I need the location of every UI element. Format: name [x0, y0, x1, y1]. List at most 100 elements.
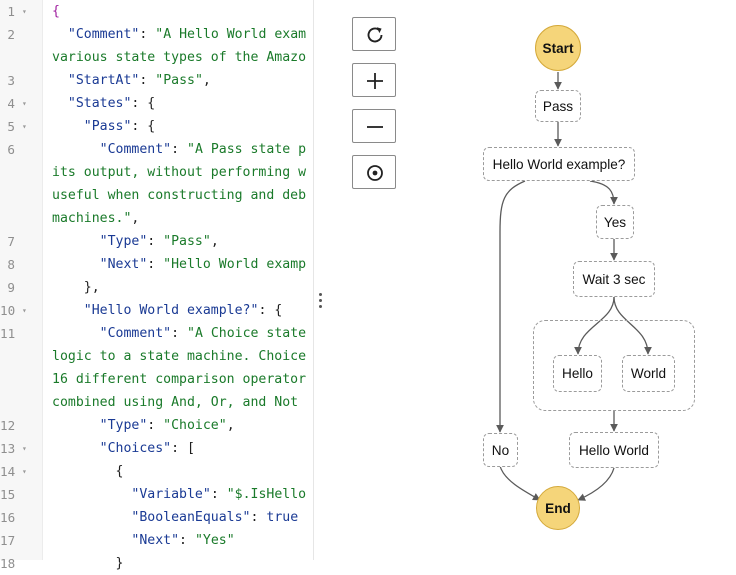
code-line[interactable]: combined using And, Or, and Not	[52, 391, 298, 414]
code-token: "A Hello World exam	[155, 27, 307, 42]
code-line[interactable]: "Pass": {	[52, 115, 155, 138]
code-token: :	[210, 487, 227, 502]
code-token: machines."	[52, 211, 132, 226]
fold-toggle-icon[interactable]: ▾	[22, 444, 27, 453]
code-token	[52, 510, 131, 525]
code-line[interactable]: "States": {	[52, 92, 155, 115]
code-token: :	[171, 142, 187, 157]
code-line[interactable]: "Choices": [	[52, 437, 195, 460]
code-line[interactable]: logic to a state machine. Choice	[52, 345, 306, 368]
fold-toggle-icon[interactable]: ▾	[22, 467, 27, 476]
code-token: : [	[171, 441, 195, 456]
state-pass[interactable]: Pass	[535, 90, 581, 122]
code-line[interactable]: "StartAt": "Pass",	[52, 69, 211, 92]
workflow-graph[interactable]: Start Pass Hello World example? Yes Wait…	[470, 0, 736, 560]
zoom-in-button[interactable]	[352, 63, 396, 97]
code-line[interactable]: its output, without performing w	[52, 161, 306, 184]
code-token	[52, 533, 131, 548]
gutter-line: 13▾	[0, 437, 43, 460]
line-number: 4	[7, 96, 15, 111]
code-line[interactable]: "BooleanEquals": true	[52, 506, 298, 529]
edge-wait-hello	[574, 296, 615, 355]
pane-splitter[interactable]	[313, 0, 327, 560]
code-line[interactable]: machines.",	[52, 207, 139, 230]
gutter-line: 6	[0, 138, 43, 161]
code-token: "A Choice state	[187, 326, 307, 341]
code-token: {	[52, 4, 60, 19]
code-token: "Comment"	[67, 27, 140, 42]
code-line[interactable]: "Hello World example?": {	[52, 299, 283, 322]
fold-toggle-icon[interactable]: ▾	[22, 99, 27, 108]
line-number: 3	[7, 73, 15, 88]
center-button[interactable]	[352, 155, 396, 189]
gutter-line: 2	[0, 23, 43, 46]
zoom-out-button[interactable]	[352, 109, 396, 143]
gutter-line: 7	[0, 230, 43, 253]
code-token	[52, 326, 100, 341]
code-line[interactable]: }	[52, 552, 124, 575]
code-token: "Pass"	[163, 234, 211, 249]
state-choice[interactable]: Hello World example?	[483, 147, 635, 181]
code-line[interactable]: "Comment": "A Choice state	[52, 322, 306, 345]
fold-toggle-icon[interactable]: ▾	[22, 7, 27, 16]
gutter-line: 4▾	[0, 92, 43, 115]
line-number: 11	[0, 326, 16, 341]
code-token	[52, 142, 100, 157]
end-state[interactable]: End	[536, 486, 580, 530]
code-token: },	[52, 280, 100, 295]
start-state[interactable]: Start	[535, 25, 581, 71]
code-token: ,	[131, 211, 140, 226]
code-token: :	[147, 257, 164, 272]
splitter-grip-icon	[319, 299, 322, 302]
code-line[interactable]: "Variable": "$.IsHello	[52, 483, 306, 506]
plus-icon	[367, 73, 383, 89]
fold-toggle-icon[interactable]: ▾	[22, 122, 27, 131]
code-line[interactable]: various state types of the Amazo	[52, 46, 306, 69]
edge-no-end	[499, 465, 541, 501]
gutter-line: 14 ▾	[0, 460, 43, 483]
code-line[interactable]: {	[52, 0, 60, 23]
code-line[interactable]: "Next": "Yes"	[52, 529, 235, 552]
code-line[interactable]: useful when constructing and deb	[52, 184, 306, 207]
code-token: :	[250, 510, 267, 525]
parallel-state[interactable]	[533, 320, 695, 411]
code-token: true	[266, 510, 299, 525]
code-line[interactable]: "Next": "Hello World examp	[52, 253, 306, 276]
code-token: "Yes"	[194, 533, 235, 548]
refresh-button[interactable]	[352, 17, 396, 51]
edge-helloworld-end	[577, 467, 615, 501]
state-wait[interactable]: Wait 3 sec	[573, 261, 655, 297]
code-line[interactable]: "Comment": "A Pass state p	[52, 138, 306, 161]
code-token: :	[147, 418, 164, 433]
code-line[interactable]: "Type": "Pass",	[52, 230, 219, 253]
line-number: 14	[0, 464, 16, 479]
splitter-grip-icon	[319, 305, 322, 308]
code-token	[52, 257, 100, 272]
code-line[interactable]: {	[52, 460, 124, 483]
code-line[interactable]: },	[52, 276, 100, 299]
state-no[interactable]: No	[483, 433, 518, 467]
refresh-icon	[367, 27, 383, 43]
code-token	[52, 96, 68, 111]
code-token: ,	[226, 418, 235, 433]
code-token: 16 different comparison operator	[52, 372, 307, 387]
code-line[interactable]: "Type": "Choice",	[52, 414, 235, 437]
code-token: {	[52, 464, 124, 479]
line-number: 7	[7, 234, 15, 249]
code-token: its output, without performing w	[52, 165, 307, 180]
fold-toggle-icon[interactable]: ▾	[22, 306, 27, 315]
code-token: logic to a state machine. Choice	[52, 349, 307, 364]
state-hello-world[interactable]: Hello World	[569, 432, 659, 468]
state-world[interactable]: World	[622, 355, 675, 392]
state-hello[interactable]: Hello	[553, 355, 602, 392]
gutter-line	[0, 207, 43, 230]
code-line[interactable]: "Comment": "A Hello World exam	[52, 23, 306, 46]
code-token: "Type"	[99, 418, 148, 433]
gutter-line	[0, 391, 43, 414]
state-yes[interactable]: Yes	[596, 205, 634, 239]
code-line[interactable]: 16 different comparison operator	[52, 368, 306, 391]
gutter-line	[0, 46, 43, 69]
code-token: "$.IsHello	[226, 487, 307, 502]
